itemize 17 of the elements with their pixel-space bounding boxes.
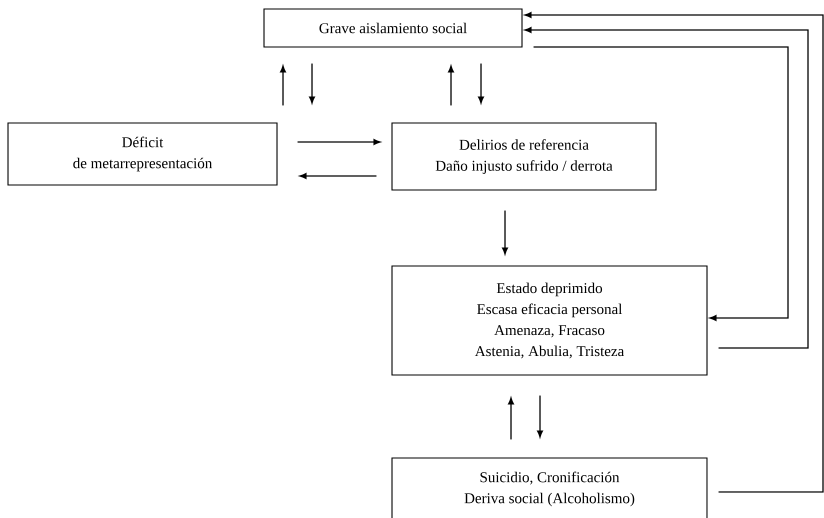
- arrow: [300, 173, 376, 179]
- arrow: [534, 46, 789, 321]
- arrow: [524, 27, 809, 349]
- text-box: Delirios de referencia Daño injusto sufrido / derrota: [391, 122, 657, 191]
- text-box: Grave aislamiento social: [263, 8, 523, 48]
- text-box: Estado deprimido Escasa eficacia personal Amenaza, Fracaso Astenia, Abulia, Tristeza: [391, 265, 708, 376]
- arrow: [537, 396, 543, 438]
- text-box: Déficit de metarrepresentación: [7, 122, 278, 186]
- arrow: [309, 64, 315, 104]
- arrow: [478, 64, 484, 104]
- text-box: Suicidio, Cronificación Deriva social (Alcoholismo): [391, 457, 708, 518]
- arrow: [298, 139, 381, 145]
- arrow: [502, 210, 508, 254]
- arrow: [524, 12, 824, 493]
- arrow: [448, 65, 454, 106]
- arrow: [508, 397, 514, 440]
- arrow: [280, 65, 286, 106]
